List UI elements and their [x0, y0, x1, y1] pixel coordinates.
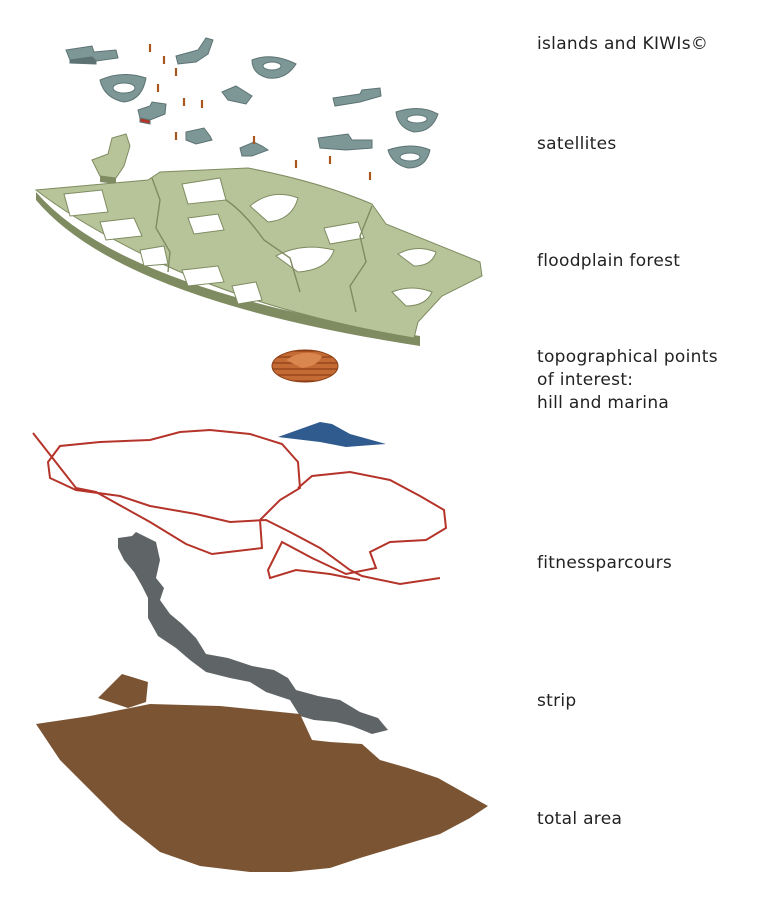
total-area-layer	[36, 674, 488, 872]
poi-label-line-3: hill and marina	[537, 393, 670, 413]
layer-label-floodplain-forest: floodplain forest	[537, 251, 681, 271]
layer-label-satellites: satellites	[537, 134, 617, 154]
total-area-outcrop	[98, 674, 148, 708]
total-area-shape	[36, 704, 488, 872]
strip-shape	[118, 532, 388, 734]
satellite-pins	[148, 44, 372, 180]
island-block	[185, 127, 213, 145]
forest-outcrop	[91, 133, 131, 179]
poi-label-line-2: of interest:	[537, 370, 634, 390]
island-block	[175, 37, 214, 65]
parcours-route-2	[266, 470, 448, 581]
island-block	[137, 101, 167, 125]
forest-holes	[63, 177, 437, 307]
islands-layer	[65, 37, 439, 169]
poi-layer	[271, 349, 386, 447]
layer-label-strip: strip	[537, 691, 577, 711]
marina	[278, 422, 386, 447]
island-block	[332, 87, 382, 107]
island-block	[239, 141, 270, 157]
island-block	[221, 85, 253, 105]
layer-label-fitnessparcours: fitnessparcours	[537, 553, 673, 573]
kiwi-ring	[395, 108, 439, 133]
forest-cracks	[151, 177, 373, 313]
forest-outcrop-side	[100, 176, 116, 184]
kiwi-ring	[99, 74, 147, 103]
floodplain-forest-layer	[34, 133, 483, 346]
parcours-route-1	[32, 428, 441, 586]
poi-label-line-1: topographical points	[537, 347, 718, 367]
fitnessparcours-layer	[32, 428, 448, 586]
kiwi-ring	[387, 145, 431, 169]
hill-top	[286, 352, 322, 368]
layer-label-islands: islands and KIWIs©	[537, 34, 709, 54]
layer-label-points-of-interest: topographical points of interest: hill a…	[537, 346, 718, 415]
island-block	[317, 133, 373, 151]
island-block	[65, 45, 119, 65]
layer-label-total-area: total area	[537, 809, 623, 829]
kiwi-ring	[251, 56, 297, 79]
